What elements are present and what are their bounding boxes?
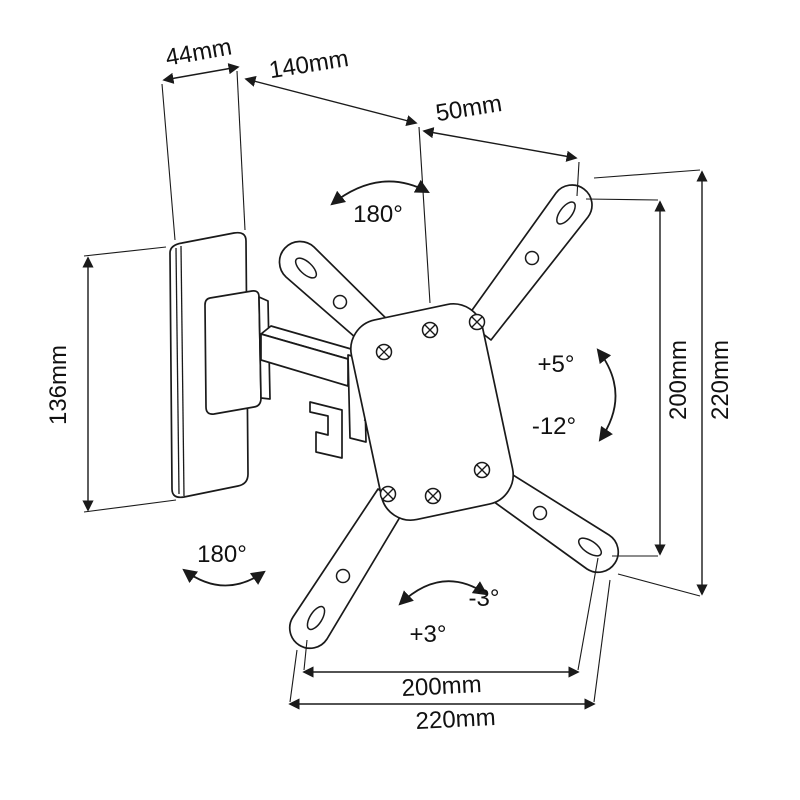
angle-label-level-plus: +3° [410,621,447,648]
vesa-arm-bottom-left [288,488,407,650]
dim-label-50mm: 50mm [434,90,504,127]
angle-label-level-minus: -3° [469,585,500,612]
angle-label-tilt-up: +5° [538,351,575,378]
dimension-200mm-bottom: 200mm [302,557,599,702]
dim-label-220mm-right: 220mm [707,340,734,420]
dimension-44mm: 44mm [161,34,246,241]
dimension-200mm-right: 200mm [585,198,692,557]
dim-label-200mm-bottom: 200mm [401,671,482,702]
dim-label-200mm-right: 200mm [665,340,692,420]
screw-icon [424,487,442,505]
dimension-140mm: 140mm [244,45,431,304]
dimension-136mm: 136mm [45,246,177,513]
cable-hook-icon [309,401,343,459]
screw-icon [375,343,393,361]
screw-icon [473,461,491,479]
dim-label-140mm: 140mm [267,45,350,84]
angle-swivel-top: 180° [330,179,430,228]
angle-label-180-bottom: 180° [197,541,247,568]
level-arrow-icon [398,580,488,606]
dim-label-44mm: 44mm [164,34,234,72]
dim-label-220mm-bottom: 220mm [415,704,496,735]
angle-label-180-top: 180° [353,201,403,228]
swivel-bottom-arrow-icon [182,568,266,587]
vesa-arm-bottom-right [478,464,620,574]
angle-swivel-bottom: 180° [182,541,266,587]
tilt-arrow-icon [596,348,617,442]
arm-bracket [204,290,271,415]
angle-label-tilt-down: -12° [532,413,576,440]
swivel-top-arrow-icon [330,179,430,206]
screw-icon [379,485,397,503]
dimension-220mm-right: 220mm [593,169,734,597]
dimension-50mm: 50mm [422,90,580,197]
vesa-arm-top-right [464,184,593,341]
screws [375,313,491,505]
vesa-center-plate [349,303,515,521]
dim-label-136mm: 136mm [45,345,72,425]
screw-icon [468,313,486,331]
angle-tilt: +5° -12° [532,348,617,442]
angle-level: +3° -3° [398,580,500,648]
dimension-220mm-bottom: 220mm [288,579,611,735]
screw-icon [421,321,439,339]
